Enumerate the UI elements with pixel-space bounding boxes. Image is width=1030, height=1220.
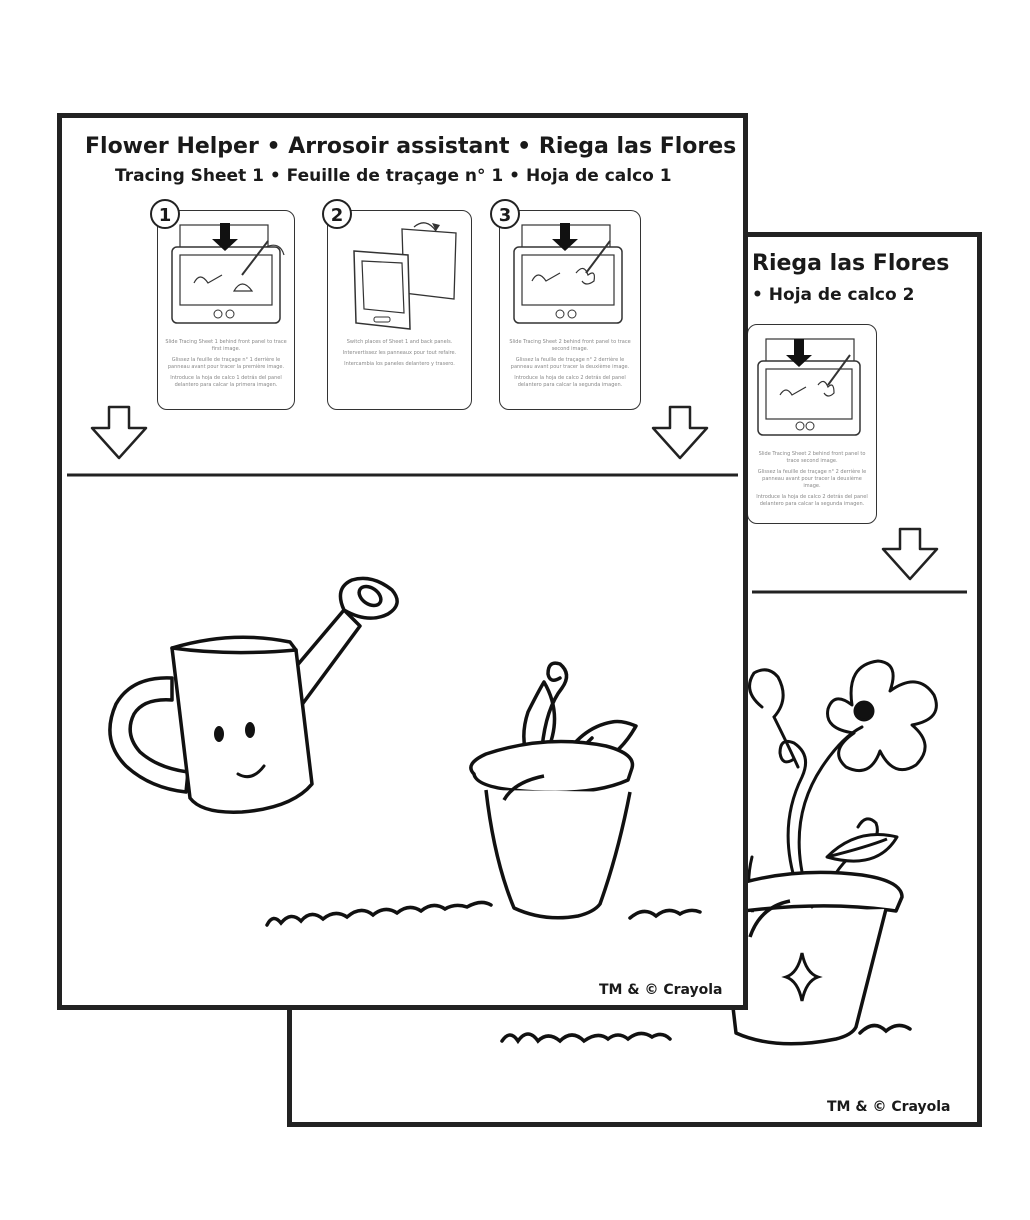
- sheet-2-illustration: [500, 527, 967, 1046]
- step-card-1: Slide Tracing Sheet 1 behind front panel…: [157, 210, 295, 410]
- step-3-text-en: Slide Tracing Sheet 2 behind front panel…: [509, 339, 631, 352]
- step-number-1: 1: [150, 199, 180, 229]
- step-2-text-fr: Intervertissez les panneaux pour tout re…: [342, 350, 457, 356]
- sheet-2-subtitle: • Hoja de calco 2: [752, 285, 915, 305]
- sheet-2-step-text-es: Introduce la hoja de calco 2 detrás del …: [756, 494, 868, 507]
- step-1-text-fr: Glissez la feuille de traçage n° 1 derri…: [167, 357, 285, 370]
- sheet-2-step-text-fr: Glissez la feuille de traçage n° 2 derri…: [757, 469, 867, 489]
- down-arrow-icon: [881, 527, 939, 581]
- step-2-text-es: Intercambia los paneles delantero y tras…: [344, 361, 455, 367]
- step-number-2: 2: [322, 199, 352, 229]
- step-card-3: Slide Tracing Sheet 2 behind front panel…: [499, 210, 641, 410]
- sheet-2-step-text-en: Slide Tracing Sheet 2 behind front panel…: [758, 451, 866, 464]
- down-arrow-icon: [90, 405, 148, 460]
- pencil-icon: [757, 338, 861, 436]
- flower-pot-icon: [469, 739, 635, 920]
- step-1-text-es: Introduce la hoja de calco 1 detrás del …: [170, 375, 282, 388]
- sheet-2-trademark: TM & © Crayola: [827, 1099, 951, 1115]
- down-arrow-icon: [651, 405, 709, 460]
- sparkle-icon: [781, 952, 823, 1002]
- step-1-text-en: Slide Tracing Sheet 1 behind front panel…: [165, 339, 287, 352]
- sheet-1-title: Flower Helper • Arrosoir assistant • Rie…: [85, 134, 737, 159]
- step-card-2: Switch places of Sheet 1 and back panels…: [327, 210, 472, 410]
- sheet-1-illustration: [67, 405, 738, 927]
- pencil-icon: [513, 223, 623, 324]
- pencil-icon: [171, 223, 285, 324]
- sheet-1-trademark: TM & © Crayola: [599, 982, 723, 998]
- sheet-2-title: Riega las Flores: [752, 251, 950, 276]
- step-2-text-en: Switch places of Sheet 1 and back panels…: [346, 339, 453, 345]
- watering-can-icon: [108, 576, 399, 814]
- step-3-text-es: Introduce la hoja de calco 2 detrás del …: [514, 375, 626, 388]
- step-3-text-fr: Glissez la feuille de traçage n° 2 derri…: [510, 357, 630, 370]
- sheet-1-subtitle: Tracing Sheet 1 • Feuille de traçage n° …: [115, 166, 672, 186]
- flower-icon: [826, 659, 938, 772]
- tracing-sheet-1: Flower Helper • Arrosoir assistant • Rie…: [57, 113, 748, 1010]
- rotate-arrow-icon: [353, 222, 457, 330]
- sheet-2-step-card: Slide Tracing Sheet 2 behind front panel…: [747, 324, 877, 524]
- step-number-3: 3: [490, 199, 520, 229]
